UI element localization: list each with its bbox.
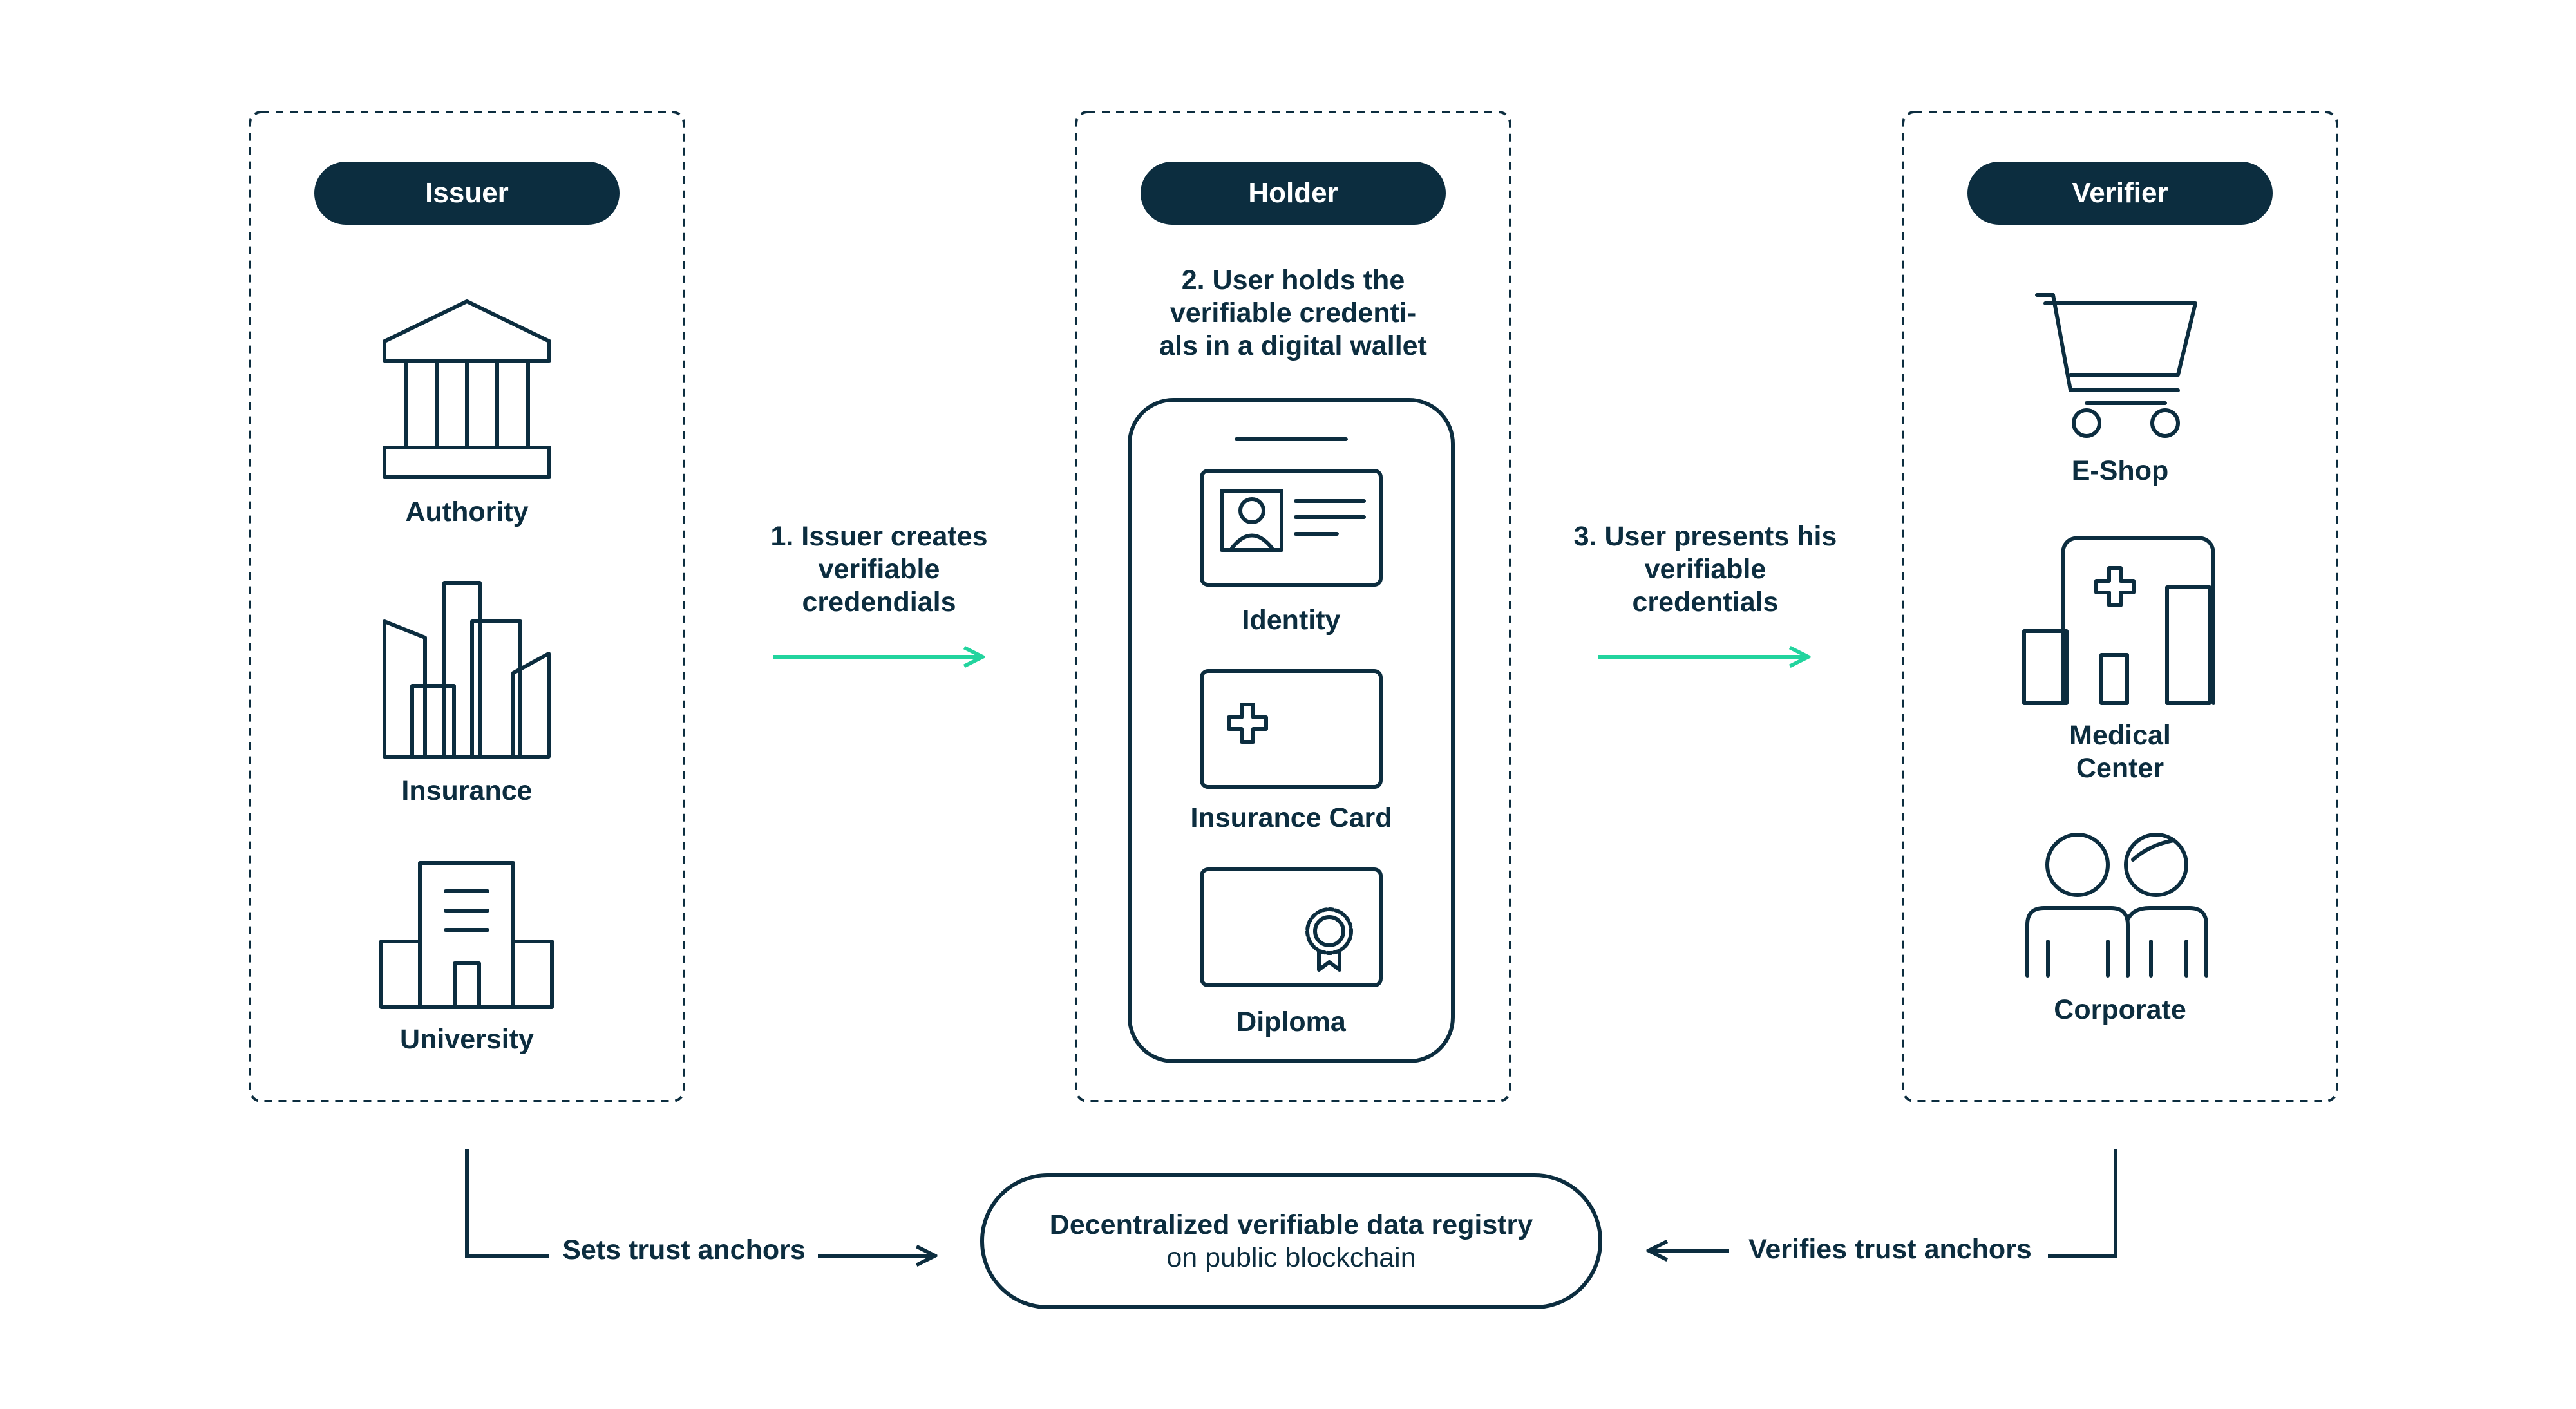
holder-description-line: als in a digital wallet	[1159, 330, 1427, 361]
sets-trust-connector	[465, 1149, 549, 1258]
wallet-item-diploma-label: Diploma	[1236, 1007, 1346, 1037]
holder-description-line: 2. User holds the	[1181, 265, 1405, 296]
verifier-pill	[1967, 162, 2273, 225]
verifier-panel	[1902, 111, 2338, 1102]
wallet-item-identity-label: Identity	[1242, 605, 1341, 636]
issuer-item-insurance-label: Insurance	[401, 775, 533, 806]
insurance-card-icon	[1200, 669, 1383, 789]
authority-building-icon	[383, 299, 551, 479]
verifier-title: Verifier	[2072, 177, 2168, 209]
issuer-pill	[314, 162, 620, 225]
medical-center-label-line: Center	[2076, 753, 2164, 784]
issuer-item-university-label: University	[400, 1024, 534, 1055]
university-building-icon	[379, 861, 554, 1009]
shopping-cart-icon	[2035, 293, 2197, 438]
issuer-title: Issuer	[425, 177, 509, 209]
wallet-item-insurance-card-label: Insurance Card	[1190, 802, 1392, 833]
registry-subtitle: on public blockchain	[1166, 1242, 1416, 1273]
medical-center-label-line: Medical	[2069, 720, 2171, 751]
holder-description: 2. User holds the verifiable credenti- a…	[1100, 264, 1486, 363]
issuer-panel	[249, 111, 685, 1102]
verifies-trust-connector	[2048, 1149, 2117, 1258]
insurance-buildings-icon	[383, 581, 551, 759]
verifier-item-corporate-label: Corporate	[2054, 994, 2186, 1025]
issuer-item-authority-label: Authority	[405, 496, 529, 527]
diploma-icon	[1200, 867, 1383, 987]
verifier-item-eshop-label: E-Shop	[2071, 455, 2169, 486]
holder-title: Holder	[1248, 177, 1338, 209]
issue-flow-line: 1. Issuer creates	[770, 521, 988, 552]
verifies-trust-anchors-label: Verifies trust anchors	[1748, 1234, 2032, 1265]
wallet-phone-outline	[1128, 398, 1455, 1063]
holder-pill	[1141, 162, 1446, 225]
present-flow-line: 3. User presents his	[1573, 521, 1837, 552]
present-flow-label: 3. User presents his verifiable credenti…	[1544, 520, 1866, 619]
medical-center-icon	[2022, 536, 2215, 705]
id-card-icon	[1200, 469, 1383, 587]
people-icon	[2025, 833, 2208, 978]
verifier-item-medical-center-label: Medical Center	[1991, 719, 2249, 785]
issue-flow-label: 1. Issuer creates verifiable credendials	[721, 520, 1037, 619]
present-flow-line: credentials	[1632, 587, 1779, 618]
registry-node	[980, 1173, 1602, 1309]
holder-panel	[1075, 111, 1511, 1102]
registry-title: Decentralized verifiable data registry	[1049, 1209, 1533, 1240]
sets-trust-anchors-label: Sets trust anchors	[562, 1234, 806, 1265]
present-flow-line: verifiable	[1644, 554, 1766, 585]
issue-flow-line: verifiable	[818, 554, 940, 585]
issue-flow-line: credendials	[802, 587, 956, 618]
holder-description-line: verifiable credenti-	[1170, 298, 1417, 328]
